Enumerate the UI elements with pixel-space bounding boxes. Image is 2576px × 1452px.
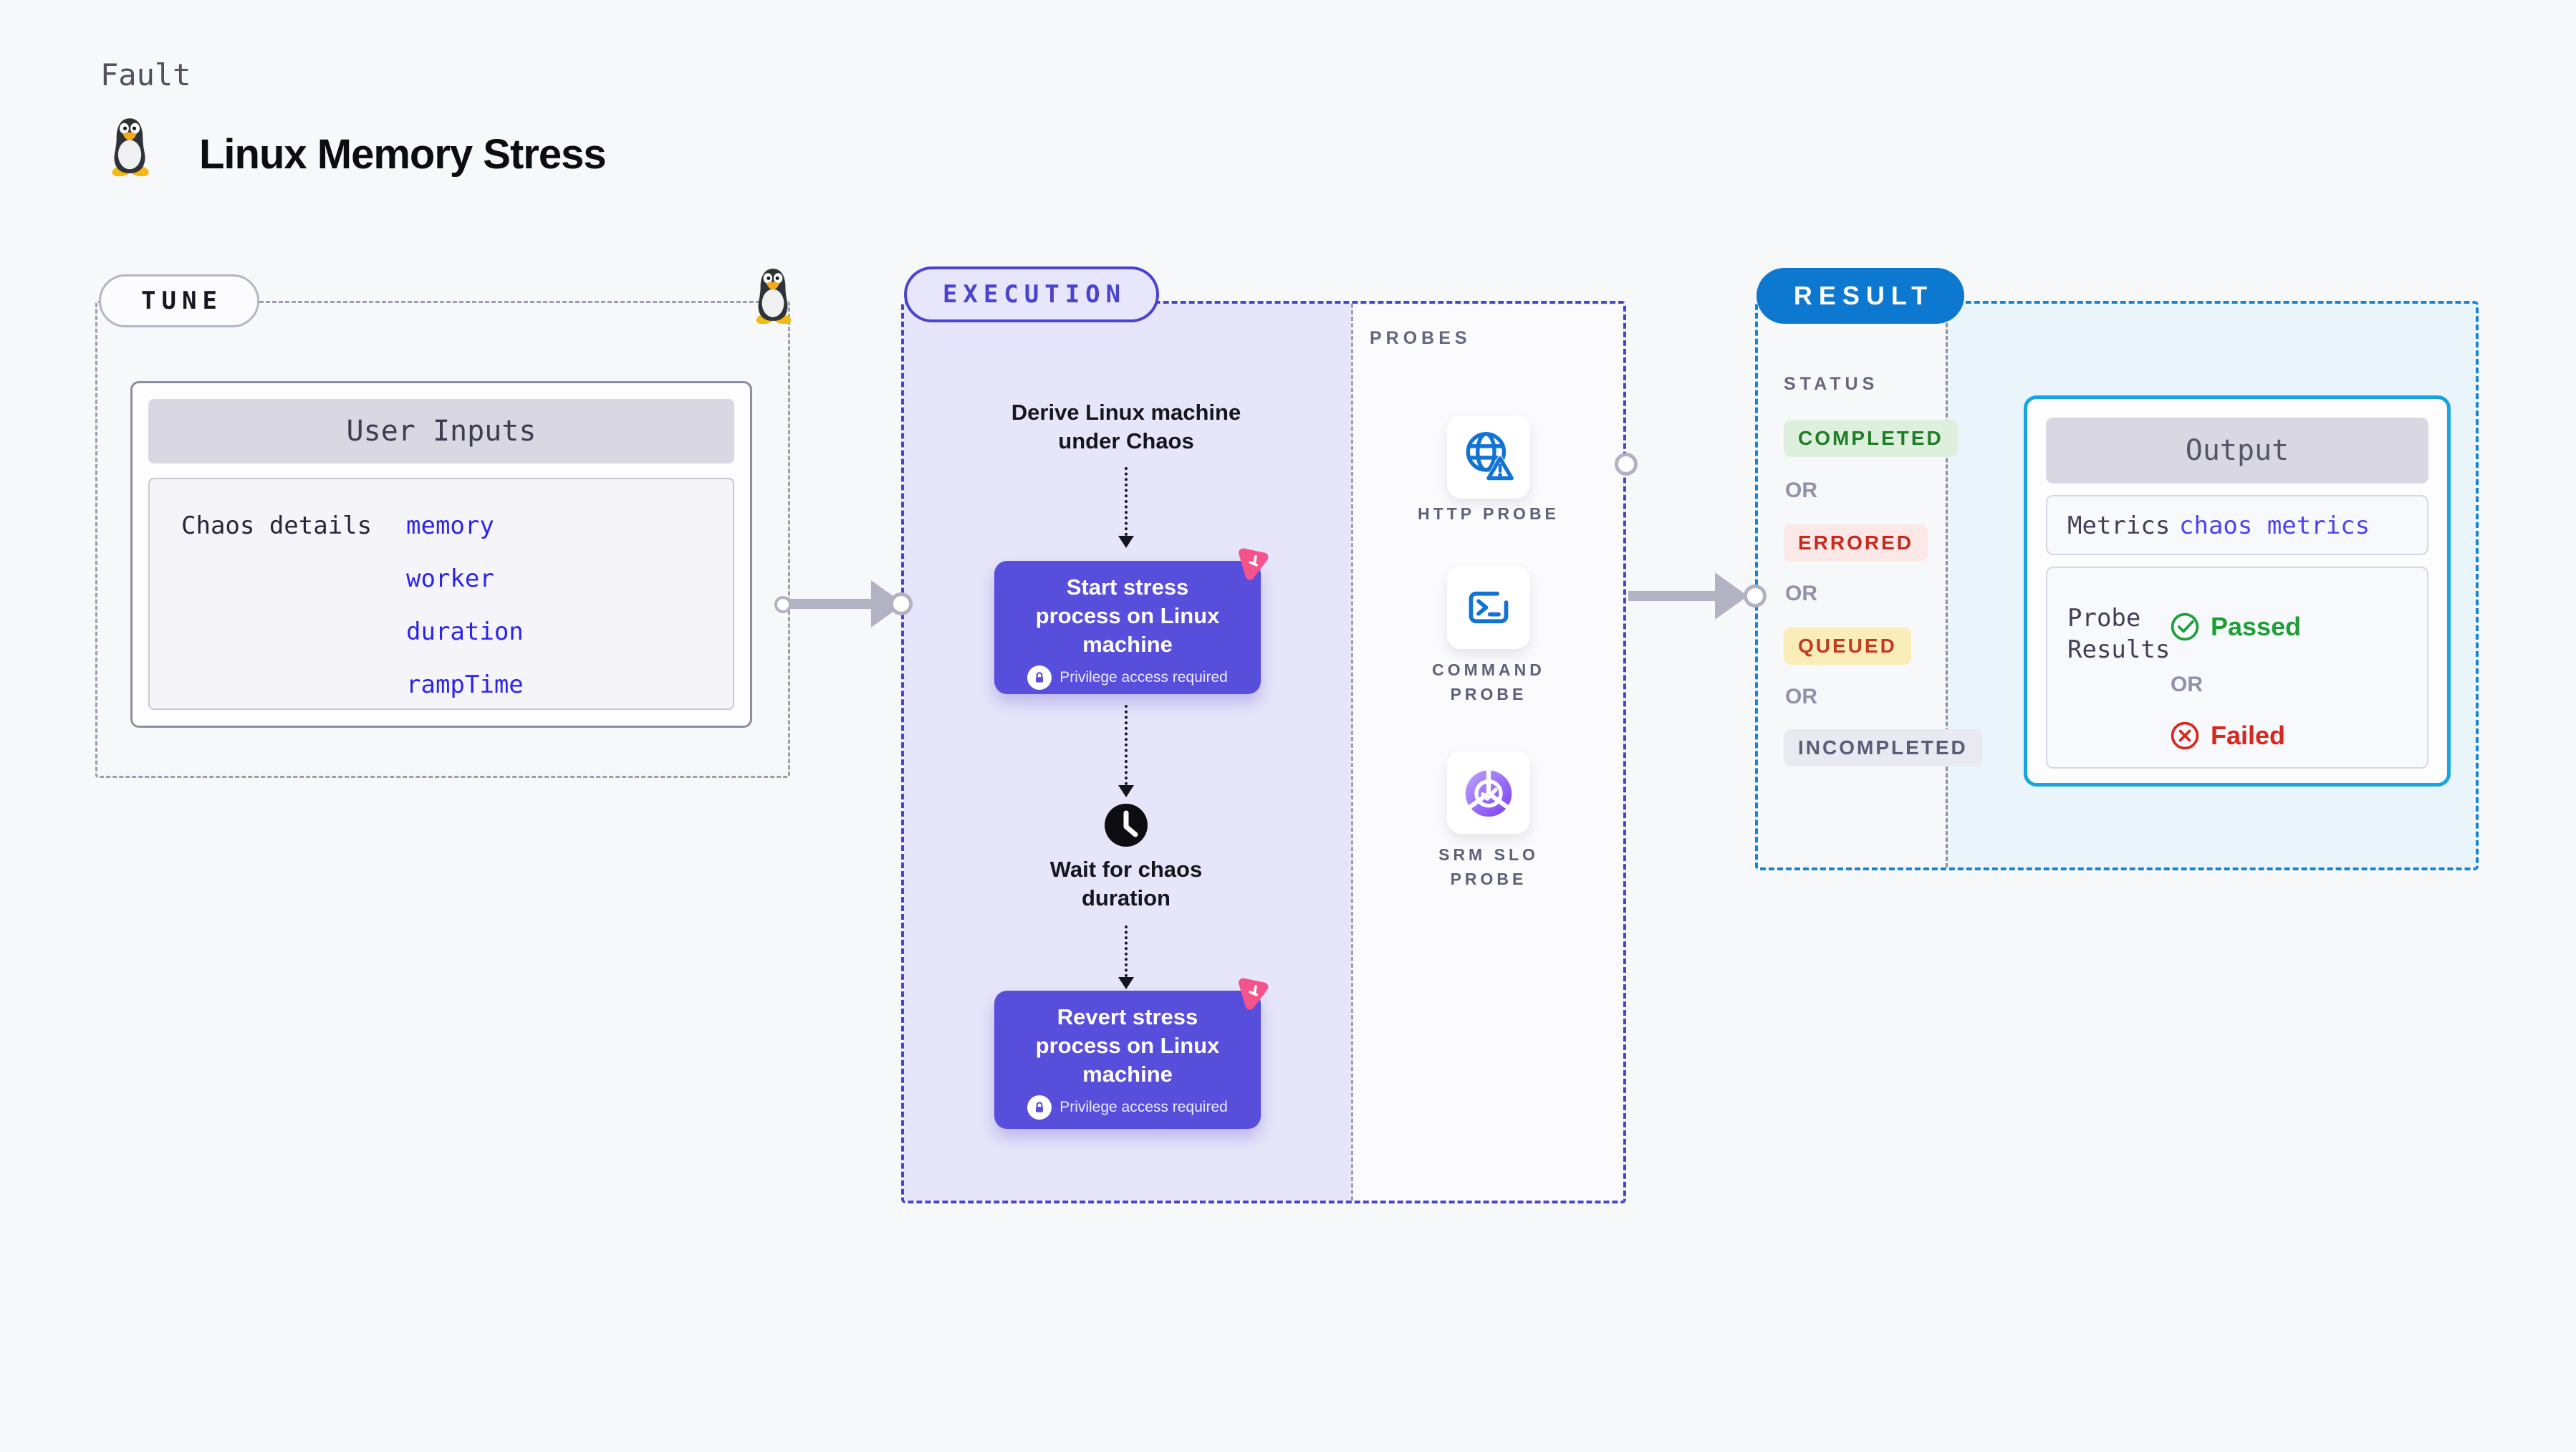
tune-out-port bbox=[774, 596, 792, 613]
page-title: Linux Memory Stress bbox=[199, 131, 607, 178]
status-badge-queued: QUEUED bbox=[1784, 628, 1911, 665]
probe-results-row: Probe Results Passed OR Failed bbox=[2046, 567, 2428, 769]
privilege-note: Privilege access required bbox=[1059, 1099, 1228, 1115]
passed-label: Passed bbox=[2211, 612, 2302, 641]
execution-out-port bbox=[1615, 453, 1638, 476]
probe-results-label: Probe Results bbox=[2067, 604, 2171, 664]
result-badge: RESULT bbox=[1756, 268, 1964, 324]
connector-start-to-wait-head bbox=[1118, 785, 1134, 797]
status-badge-incompleted: INCOMPLETED bbox=[1784, 729, 1982, 766]
result-in-port bbox=[1744, 585, 1767, 607]
privilege-row: Privilege access required bbox=[1023, 665, 1232, 690]
chaos-input-list: memory worker duration rampTime bbox=[406, 511, 524, 699]
revert-stress-title: Revert stress process on Linux machine bbox=[1035, 1004, 1220, 1087]
srm-slo-probe-label: SRM SLO PROBE bbox=[1438, 845, 1539, 888]
x-circle-icon bbox=[2171, 721, 2199, 750]
chaos-details-panel: Chaos details memory worker duration ram… bbox=[148, 478, 734, 710]
input-worker: worker bbox=[406, 564, 494, 593]
chaos-fault-icon bbox=[1239, 978, 1269, 1010]
status-label: STATUS bbox=[1784, 374, 1879, 394]
linux-tux-icon bbox=[112, 118, 149, 176]
arrow-execution-to-result bbox=[1628, 591, 1717, 601]
connector-wait-to-revert bbox=[1125, 925, 1128, 977]
user-inputs-card: User Inputs Chaos details memory worker … bbox=[130, 381, 752, 728]
input-ramptime: rampTime bbox=[406, 670, 524, 699]
derive-step-text: Derive Linux machine under Chaos bbox=[1011, 400, 1241, 453]
connector-derive-to-start bbox=[1125, 467, 1128, 536]
or-label: OR bbox=[1785, 479, 1817, 502]
or-label: OR bbox=[1785, 685, 1817, 708]
connector-start-to-wait bbox=[1125, 705, 1128, 785]
connector-wait-to-revert-head bbox=[1118, 977, 1134, 989]
execution-badge: EXECUTION bbox=[904, 266, 1159, 322]
passed-result: Passed bbox=[2169, 611, 2301, 643]
status-badge-errored: ERRORED bbox=[1784, 524, 1928, 562]
http-probe-card bbox=[1447, 415, 1530, 499]
execution-in-port bbox=[890, 592, 913, 615]
fault-kicker: Fault bbox=[100, 57, 191, 92]
start-stress-title: Start stress process on Linux machine bbox=[1035, 574, 1220, 657]
arrow-tune-to-execution bbox=[787, 599, 873, 609]
wait-clock-icon bbox=[1105, 804, 1148, 847]
user-inputs-header: User Inputs bbox=[148, 399, 734, 463]
failed-label: Failed bbox=[2211, 721, 2286, 750]
metrics-row: Metrics chaos metrics bbox=[2046, 495, 2428, 555]
wait-step-text: Wait for chaos duration bbox=[1049, 857, 1203, 910]
command-probe-card bbox=[1447, 566, 1530, 649]
start-stress-node: Start stress process on Linux machine Pr… bbox=[994, 548, 1269, 694]
command-probe-label: COMMAND PROBE bbox=[1432, 660, 1545, 703]
terminal-icon bbox=[1469, 591, 1509, 624]
metrics-value-link: chaos metrics bbox=[2179, 511, 2370, 540]
lock-icon bbox=[1027, 1095, 1052, 1120]
http-probe-label: HTTP PROBE bbox=[1418, 504, 1559, 523]
tune-badge: TUNE bbox=[99, 274, 259, 327]
status-badge-completed: COMPLETED bbox=[1784, 420, 1958, 457]
tune-section-box bbox=[95, 301, 790, 778]
srm-slo-probe-card bbox=[1447, 751, 1530, 834]
failed-result: Failed bbox=[2169, 720, 2285, 751]
lock-icon bbox=[1027, 665, 1052, 690]
output-card: Output Metrics chaos metrics Probe Resul… bbox=[2024, 395, 2451, 787]
privilege-note: Privilege access required bbox=[1059, 669, 1228, 686]
privilege-row: Privilege access required bbox=[1023, 1095, 1232, 1120]
globe-warning-icon bbox=[1466, 432, 1517, 482]
output-header: Output bbox=[2046, 418, 2428, 484]
arrow-execution-to-result-head bbox=[1715, 572, 1748, 620]
input-duration: duration bbox=[406, 617, 524, 646]
linux-tux-corner-icon bbox=[756, 269, 792, 324]
or-label: OR bbox=[2171, 673, 2203, 696]
slo-donut-check-icon bbox=[1465, 769, 1512, 817]
or-label: OR bbox=[1785, 582, 1817, 605]
revert-stress-node: Revert stress process on Linux machine P… bbox=[994, 978, 1269, 1129]
chaos-fault-icon bbox=[1239, 548, 1269, 580]
connector-derive-to-start-head bbox=[1118, 536, 1134, 548]
check-circle-icon bbox=[2171, 612, 2199, 641]
probes-label: PROBES bbox=[1370, 328, 1471, 348]
metrics-label: Metrics bbox=[2067, 511, 2171, 540]
input-memory: memory bbox=[406, 511, 494, 540]
chaos-details-label: Chaos details bbox=[181, 511, 373, 540]
